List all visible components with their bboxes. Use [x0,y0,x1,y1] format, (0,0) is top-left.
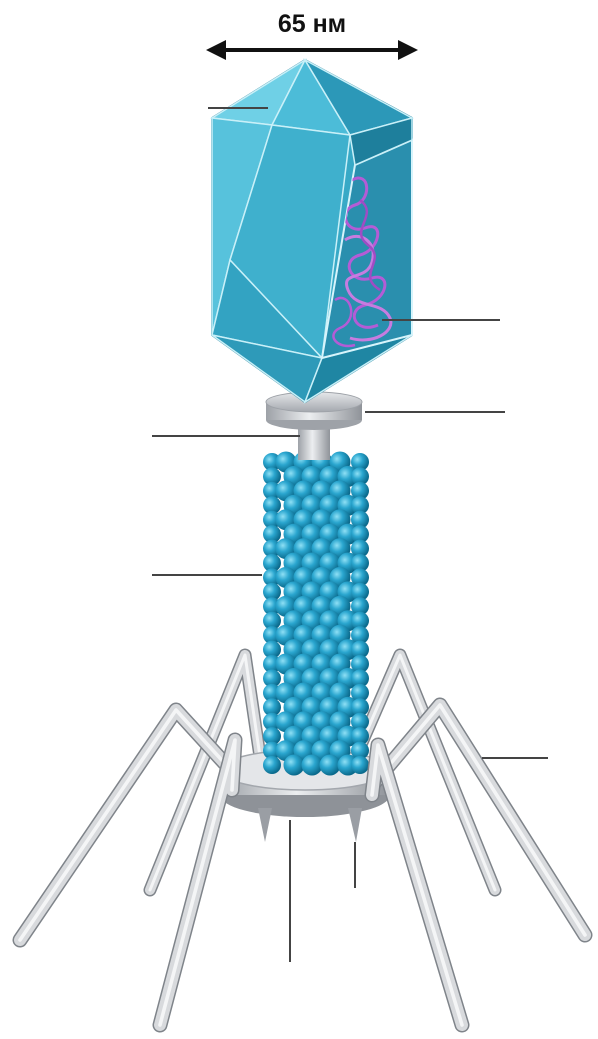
baseplate-spike [258,808,272,842]
collar [266,392,362,460]
sheath-bead [320,755,341,776]
baseplate-spike [348,808,362,842]
dimension-arrow [206,40,418,60]
capsid-head [212,60,412,402]
sheath-bead [351,756,369,774]
sheath-bead [263,756,281,774]
dimension-label: 65 нм [278,10,346,38]
sheath-bead [284,755,305,776]
sheath-bead [302,755,323,776]
tail-sheath [263,452,369,776]
